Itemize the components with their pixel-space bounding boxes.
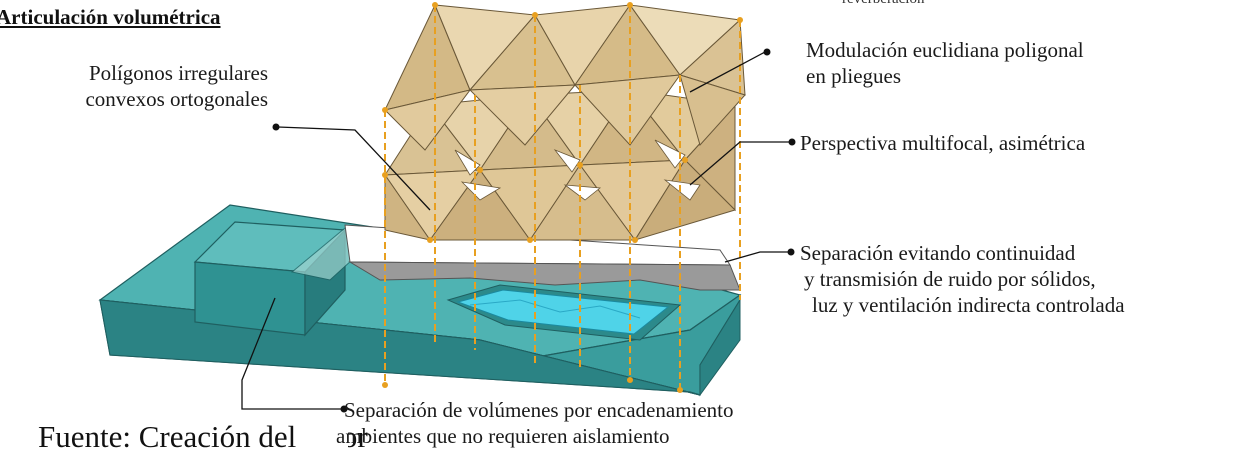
label-line: Separación de volúmenes por encadenamien… [344,398,734,422]
roof-lower-panel [633,159,736,241]
label-poligonos: Polígonos irregulares convexos ortogonal… [36,60,268,112]
roof-upper-panel [384,89,472,151]
column-node [477,167,483,173]
callout-dot [340,405,348,413]
roof-lower-panel [429,169,531,241]
label-line: y transmisión de ruido por sólidos, [804,267,1096,291]
column-node [427,237,433,243]
leader-separacion-volumenes [241,297,342,410]
callout-dot [272,123,280,131]
callout-dots [272,48,796,413]
label-line: Polígonos irregulares [88,61,268,85]
callout-leaders [241,51,792,410]
roof-upper-panel [573,74,682,146]
pool-ripple [469,299,641,319]
fold-gap [654,139,686,169]
label-line: en pliegues [806,64,902,88]
column-node [737,17,743,23]
column-node [677,387,683,393]
roof-upper-panel [468,84,577,146]
fold-gap [563,184,602,201]
column-node [627,377,633,383]
label-line: Perspectiva multifocal, asimétrica [800,131,1086,155]
fold-gap [553,149,581,173]
column-node [682,157,688,163]
callout-dot [763,48,771,56]
leader-separacion-ruido [724,251,790,263]
label-line: Modulación euclidiana poligonal [806,38,1084,62]
left-volume-front [194,261,306,336]
fold-gap [460,181,502,201]
leader-poligonos [277,126,431,211]
pool [446,284,682,341]
column-node [382,382,388,388]
fold-gap [663,179,701,201]
folded-roof-upper [384,3,746,151]
column-node [577,162,583,168]
column-node [532,12,538,18]
label-modulacion: Modulación euclidiana poligonal en plieg… [806,37,1084,89]
label-separacion-ruido: Separación evitando continuidad y transm… [800,240,1125,318]
caption-mask [298,420,348,460]
column-node [382,107,388,113]
column-nodes [382,2,743,393]
roof-lower-panel [529,164,636,241]
column-node [382,172,388,178]
band-shadow [348,261,741,291]
label-line: convexos ortogonales [85,87,268,111]
callout-dot [787,248,795,256]
base-slab-right [699,298,741,397]
column-node [627,2,633,8]
roof-upper-panel [679,74,746,147]
leader-modulacion [689,51,766,93]
section-title: Articulación volumétrica [0,5,221,29]
fold-gaps [454,139,701,201]
leader-perspectiva [689,141,792,186]
column-node [432,2,438,8]
structural-columns [384,5,741,390]
label-line: luz y ventilación indirecta controlada [812,293,1125,317]
label-line: Separación evitando continuidad [800,241,1076,265]
label-line: ambientes que no requieren aislamiento [336,424,670,448]
label-separacion-volumenes: Separación de volúmenes por encadenamien… [336,397,734,449]
column-node [632,237,638,243]
column-node [527,237,533,243]
callout-dot [788,138,796,146]
fold-gap [454,149,481,176]
top-fragment-label: reverberación [842,0,924,8]
label-perspectiva: Perspectiva multifocal, asimétrica [800,130,1085,156]
